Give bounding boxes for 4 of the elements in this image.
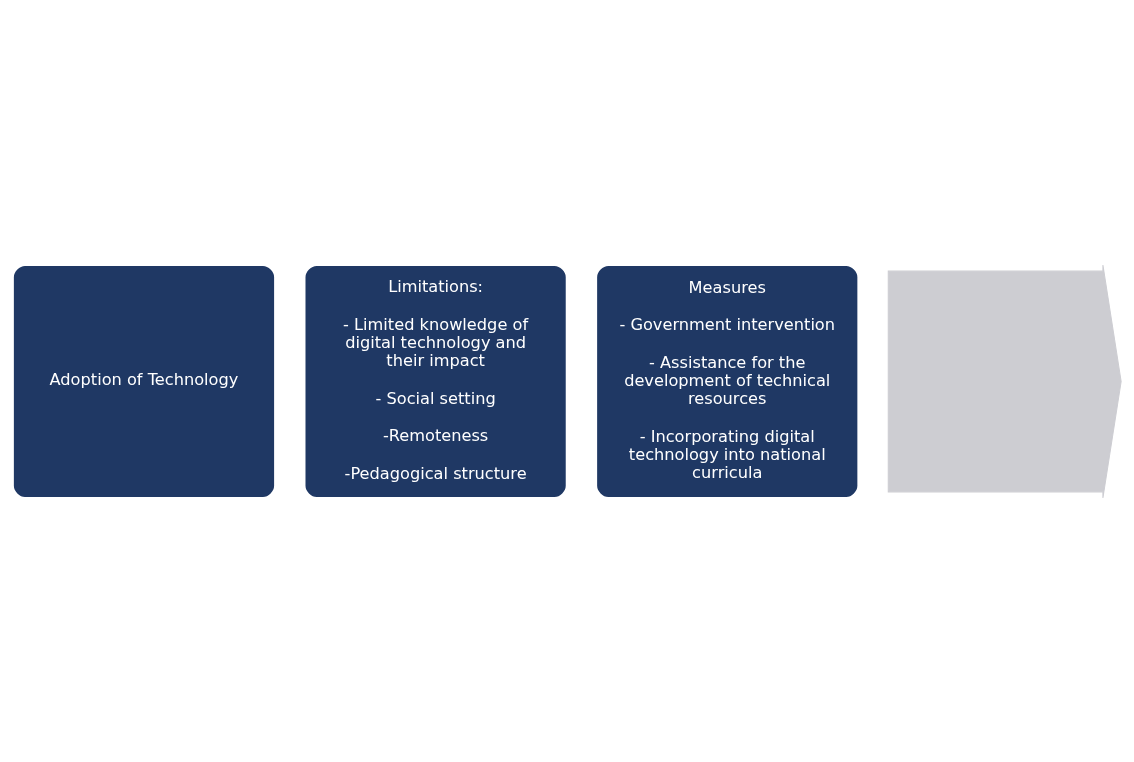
node-box: Adoption of Technology [11, 263, 277, 499]
node-arrow [887, 264, 1122, 498]
node-box: Measures - Government intervention - Assistance for the development of technical resources - Incorporating digital technology into national curricula [595, 263, 860, 499]
node-box: Limitations: - Limited knowledge of digital technology and their impact - Social setting -Remoteness -Pedagogical structure [303, 263, 568, 499]
